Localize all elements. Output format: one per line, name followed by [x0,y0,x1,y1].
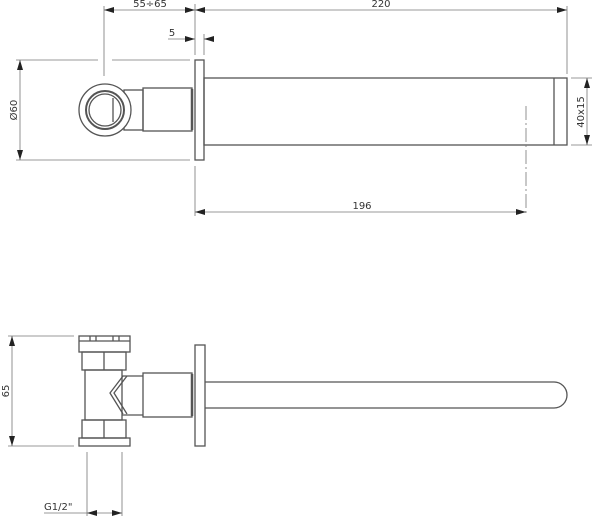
spout [203,77,568,146]
valve-body [142,87,193,132]
dim-overall-length: 220 [371,0,390,10]
dim-spout-reach: 196 [352,201,371,212]
top-nut [78,335,131,353]
dim-plate-diameter: Ø60 [8,100,20,121]
tee-pipe [84,369,123,421]
dim-thread: G1/2" [44,502,72,513]
dim-spout-section: 40x15 [576,96,587,127]
dim-wall-range: 55÷65 [133,0,167,10]
top-view: 220 55÷65 5 Ø60 40x15 196 [8,0,592,216]
bottom-nut [78,437,131,447]
dim-height: 65 [1,385,12,398]
side-view: 65 G1/2" [1,335,568,516]
wall-plate [194,59,205,161]
spout-side [205,381,568,409]
dim-plate-thickness: 5 [169,28,175,39]
wall-plate-side [194,344,206,447]
valve-body-side [142,372,193,418]
